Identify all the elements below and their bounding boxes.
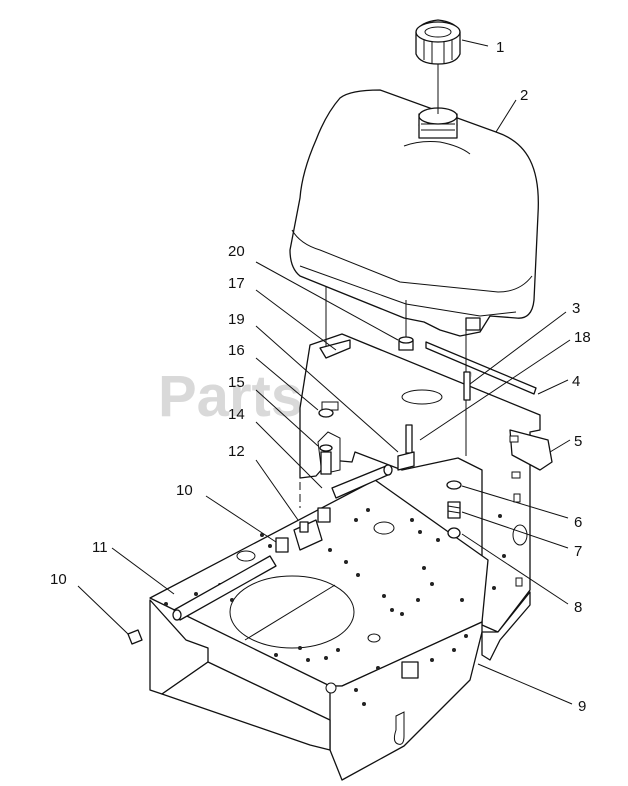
callout-6: 6 [574, 514, 582, 531]
callout-7: 7 [574, 543, 582, 560]
callouts: 1 2 3 18 4 5 6 7 8 9 20 17 19 16 15 14 1… [50, 39, 591, 715]
hardware [127, 64, 471, 645]
callout-4: 4 [572, 373, 580, 390]
fuel-cap [415, 19, 461, 65]
callout-10-lower: 10 [50, 571, 67, 588]
callout-3: 3 [572, 300, 580, 317]
callout-14: 14 [228, 406, 245, 423]
callout-16: 16 [228, 342, 245, 359]
frame-assembly [149, 333, 553, 781]
callout-18: 18 [574, 329, 591, 346]
callout-12: 12 [228, 443, 245, 460]
callout-5: 5 [574, 433, 582, 450]
callout-20: 20 [228, 243, 245, 260]
callout-15: 15 [228, 374, 245, 391]
callout-19: 19 [228, 311, 245, 328]
callout-1: 1 [496, 39, 504, 56]
callout-8: 8 [574, 599, 582, 616]
callout-11: 11 [92, 539, 108, 556]
callout-2: 2 [520, 87, 528, 104]
callout-17: 17 [228, 275, 245, 292]
callout-9: 9 [578, 698, 586, 715]
callout-10-upper: 10 [176, 482, 193, 499]
leader-lines [77, 39, 573, 705]
fuel-tank [289, 89, 539, 337]
